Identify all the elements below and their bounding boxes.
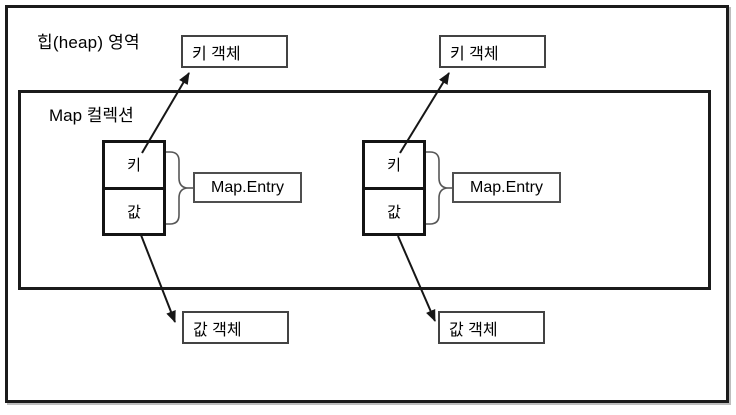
map-entry-label-box-1: Map.Entry: [193, 172, 302, 203]
entry-2-key-cell: 키: [365, 143, 423, 190]
entry-1-value-cell: 값: [127, 203, 141, 221]
key-object-box-2: 키 객체: [439, 35, 546, 68]
value-object-box-1: 값 객체: [182, 311, 289, 344]
map-collection-label: Map 컬렉션: [49, 106, 134, 125]
entry-2-value-cell: 값: [387, 203, 401, 221]
map-entry-label-box-2: Map.Entry: [452, 172, 561, 203]
entry-box-2: 키 값: [362, 140, 426, 236]
heap-region-label: 힙(heap) 영역: [37, 33, 140, 52]
entry-box-1: 키 값: [102, 140, 166, 236]
entry-1-key-cell: 키: [105, 143, 163, 190]
value-object-box-2: 값 객체: [438, 311, 545, 344]
key-object-box-1: 키 객체: [181, 35, 288, 68]
